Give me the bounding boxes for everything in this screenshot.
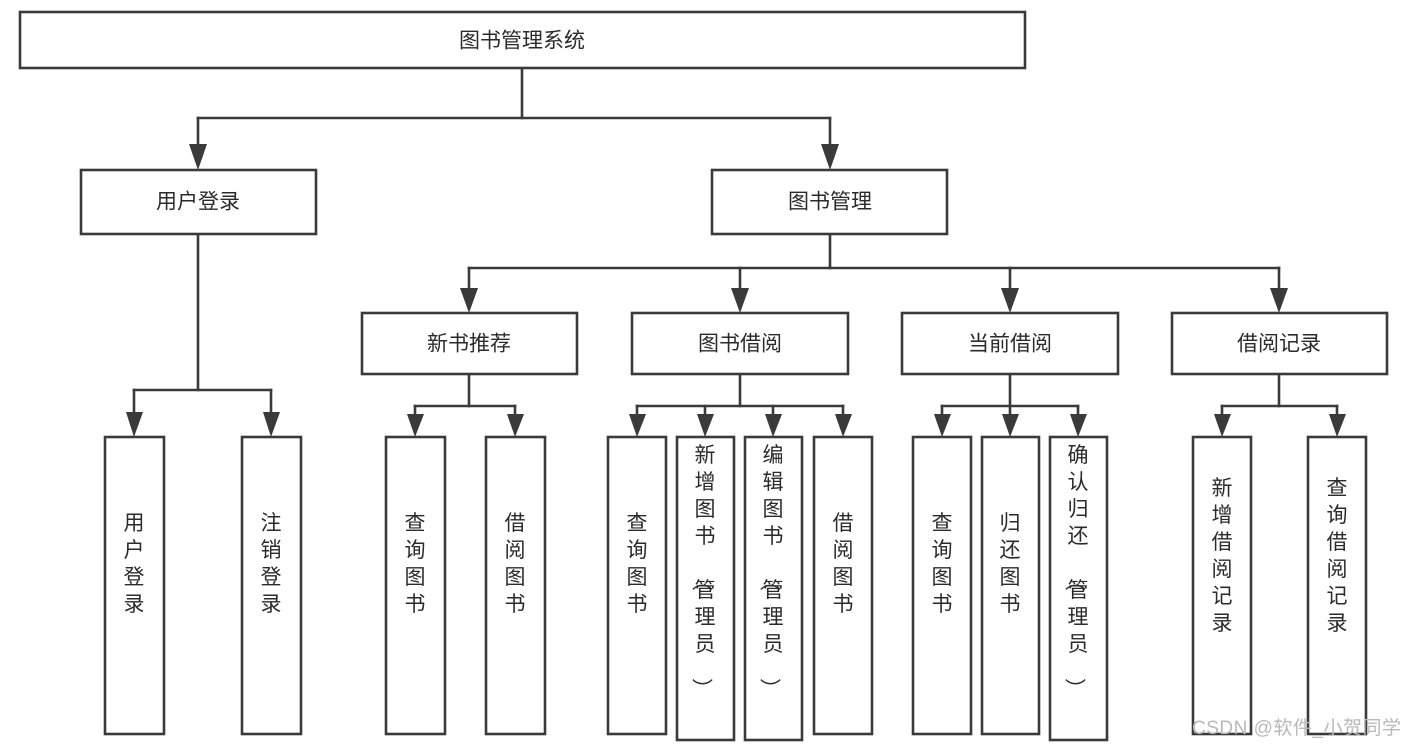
node-leaf-add-record-box[interactable] [1191,435,1253,736]
node-current-borrow[interactable]: 当前借阅 [900,311,1120,376]
node-leaf-borrow-book-1-label: 借阅图书 [505,512,526,616]
node-leaf-logout-login-box[interactable] [240,435,303,736]
node-leaf-edit-book-box[interactable] [743,435,804,742]
node-leaf-query-book-1-label: 查询图书 [405,512,426,616]
node-leaf-user-login-label: 用户登录 [124,512,145,616]
node-leaf-user-login[interactable]: 用户登录 [103,435,166,736]
node-book-manage-box[interactable] [710,168,949,236]
node-current-borrow-label: 当前借阅 [968,333,1052,356]
arrowhead-leaf-confirm-return [1070,414,1087,437]
arrowhead-leaf-logout-login [263,412,280,437]
node-leaf-query-book-2-label: 查询图书 [627,512,648,616]
arrowhead-leaf-return-book [1002,414,1019,437]
node-root-label: 图书管理系统 [459,30,585,53]
node-leaf-query-record[interactable]: 查询借阅记录 [1306,435,1368,736]
node-user-login-label: 用户登录 [156,191,240,214]
node-leaf-borrow-book-1[interactable]: 借阅图书 [484,435,547,736]
node-leaf-query-book-1-box[interactable] [384,435,447,736]
node-leaf-borrow-book-2[interactable]: 借阅图书 [812,435,874,736]
node-new-book-recommend-box[interactable] [360,311,579,376]
connector-layer [126,67,1346,437]
arrowhead-borrow-record [1270,288,1288,313]
arrowhead-leaf-edit-book [765,414,782,437]
node-leaf-add-record[interactable]: 新增借阅记录 [1191,435,1253,736]
node-leaf-return-book-label: 归还图书 [1000,512,1021,616]
arrowhead-book-manage [821,144,839,170]
arrowhead-current-borrow [1001,288,1019,313]
node-borrow-record-label: 借阅记录 [1237,333,1321,356]
node-leaf-logout-login-label: 注销登录 [261,512,282,616]
node-leaf-return-book-box[interactable] [980,435,1041,736]
node-leaf-query-record-label: 查询借阅记录 [1327,477,1348,635]
node-leaf-edit-book[interactable]: 编辑图书（管理员） [743,435,804,742]
node-leaf-query-book-2[interactable]: 查询图书 [606,435,668,736]
arrowhead-leaf-borrow-book-2 [835,414,852,437]
node-root[interactable]: 图书管理系统 [18,10,1027,70]
node-leaf-query-book-2-box[interactable] [606,435,668,736]
node-leaf-confirm-return-box[interactable] [1048,435,1109,742]
arrowhead-book-borrow [731,288,749,313]
arrowhead-leaf-query-record [1329,414,1346,437]
node-leaf-logout-login[interactable]: 注销登录 [240,435,303,736]
node-leaf-borrow-book-1-box[interactable] [484,435,547,736]
node-leaf-borrow-book-2-box[interactable] [812,435,874,736]
arrowhead-leaf-borrow-book-1 [507,414,524,437]
node-book-borrow[interactable]: 图书借阅 [630,311,850,376]
node-leaf-query-book-1[interactable]: 查询图书 [384,435,447,736]
node-leaf-confirm-return-label: 确认归还（管理员） [1063,444,1089,699]
node-leaf-query-book-3-label: 查询图书 [932,512,953,616]
node-leaf-add-record-label: 新增借阅记录 [1212,477,1233,635]
node-leaf-return-book[interactable]: 归还图书 [980,435,1041,736]
node-user-login[interactable]: 用户登录 [79,168,318,236]
node-borrow-record[interactable]: 借阅记录 [1170,311,1389,376]
arrowhead-leaf-add-book [697,414,714,437]
csdn-watermark: CSDN @软件_小贺同学 [1192,717,1401,739]
node-new-book-recommend-label: 新书推荐 [427,333,511,356]
node-leaf-add-book-label: 新增图书（管理员） [690,444,716,699]
node-user-login-box[interactable] [79,168,318,236]
node-root-box[interactable] [18,10,1027,70]
node-book-borrow-box[interactable] [630,311,850,376]
node-leaf-query-record-box[interactable] [1306,435,1368,736]
node-book-borrow-label: 图书借阅 [698,333,782,356]
node-new-book-recommend[interactable]: 新书推荐 [360,311,579,376]
arrowhead-leaf-query-book-2 [629,414,646,437]
node-book-manage[interactable]: 图书管理 [710,168,949,236]
node-leaf-edit-book-label: 编辑图书（管理员） [758,444,784,699]
node-leaf-add-book[interactable]: 新增图书（管理员） [675,435,736,742]
arrowhead-leaf-query-book-3 [934,414,951,437]
node-borrow-record-box[interactable] [1170,311,1389,376]
node-leaf-add-book-box[interactable] [675,435,736,742]
arrowhead-user-login [189,144,207,170]
node-leaf-query-book-3-box[interactable] [911,435,973,736]
node-leaf-user-login-box[interactable] [103,435,166,736]
arrowhead-leaf-add-record [1214,414,1231,437]
arrowhead-leaf-user-login [126,412,143,437]
node-leaf-confirm-return[interactable]: 确认归还（管理员） [1048,435,1109,742]
arrowhead-leaf-query-book-1 [407,414,424,437]
node-current-borrow-box[interactable] [900,311,1120,376]
arrowhead-new-book-recommend [460,288,478,313]
node-leaf-borrow-book-2-label: 借阅图书 [833,512,854,616]
node-leaf-query-book-3[interactable]: 查询图书 [911,435,973,736]
node-book-manage-label: 图书管理 [788,191,872,214]
